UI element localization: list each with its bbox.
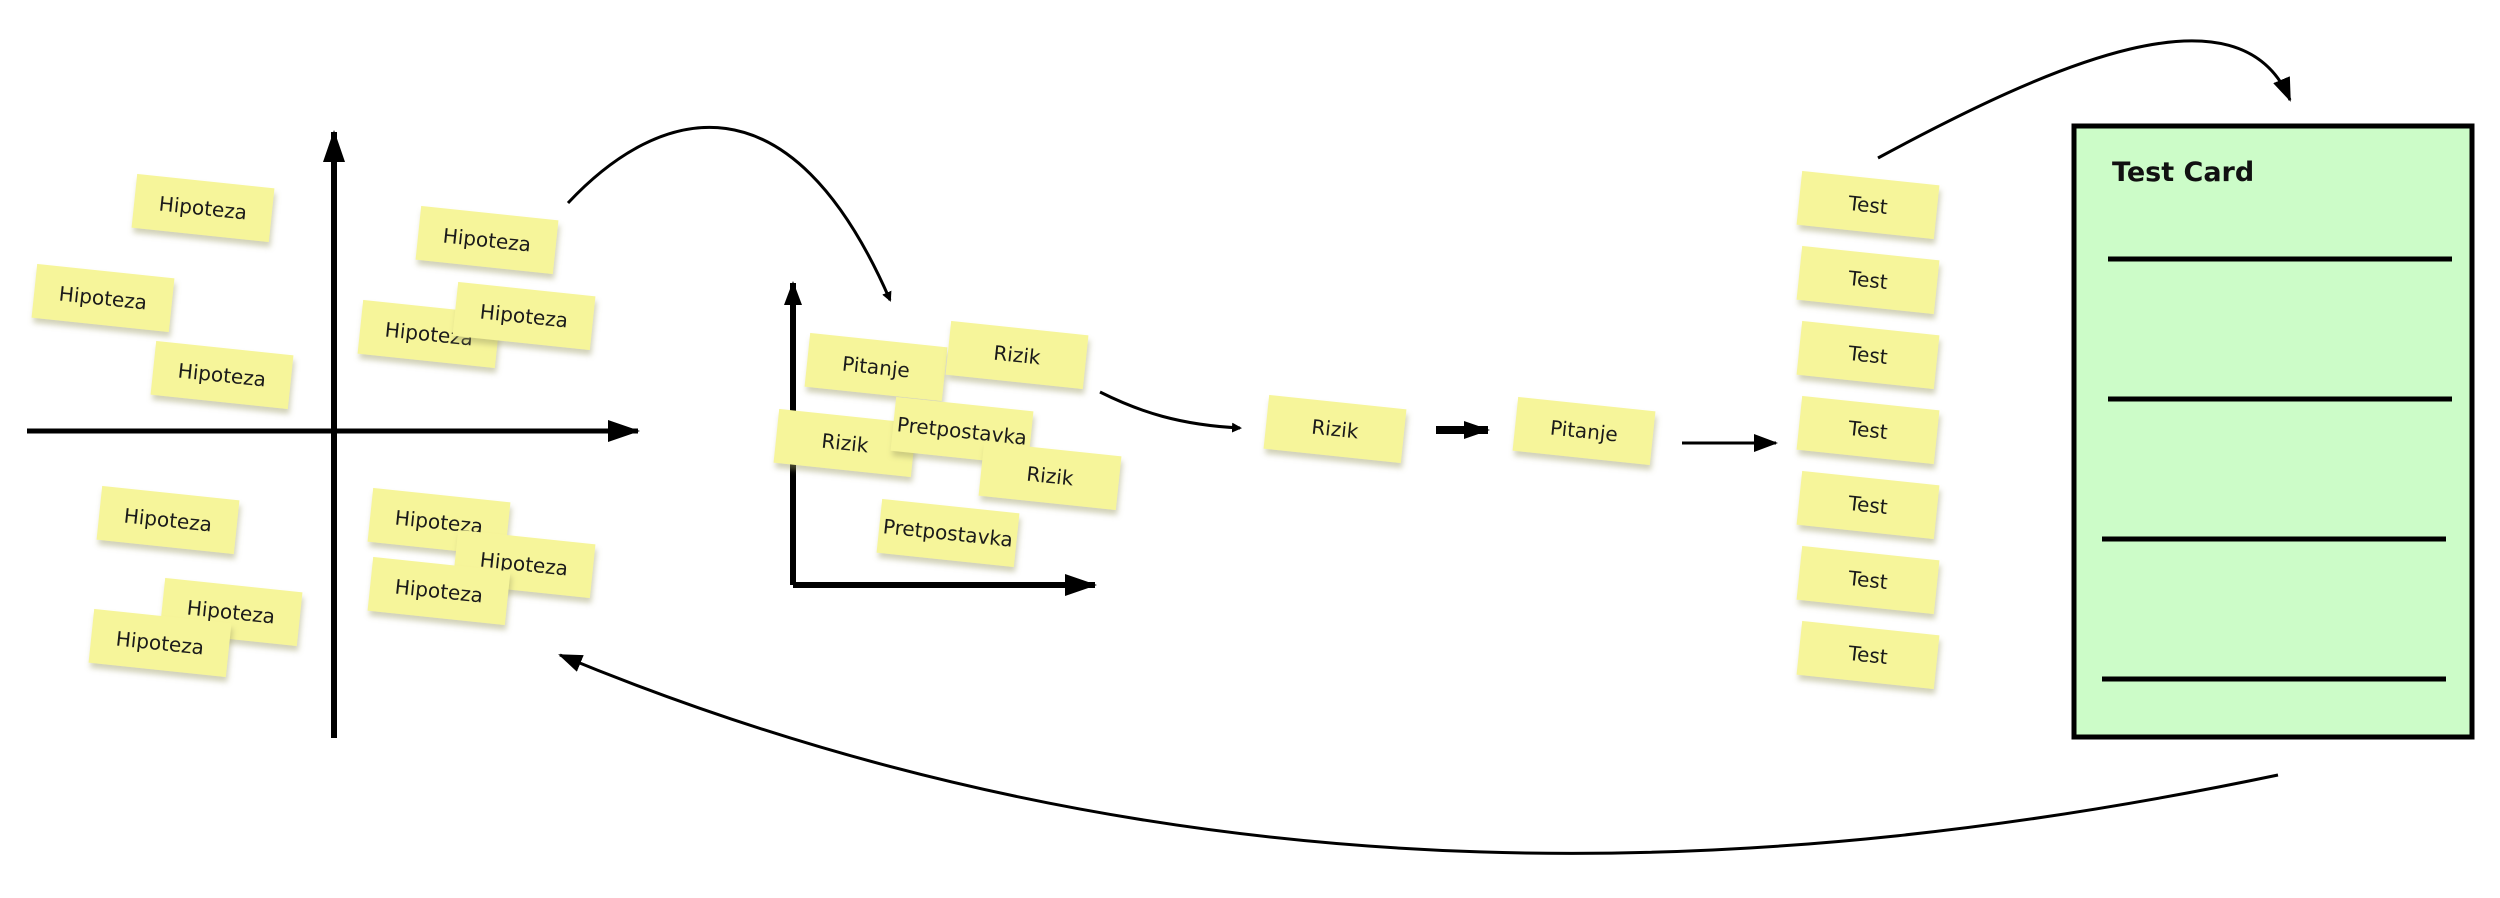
test-note: Test (1796, 245, 1940, 315)
hypothesis-note: Hipoteza (96, 485, 240, 555)
connectors (558, 39, 2292, 855)
hypothesis-note: Hipoteza (131, 173, 275, 243)
sticky-note-paper (1796, 620, 1940, 690)
arrow-quadrant-to-matrix (566, 126, 892, 302)
test-note: Test (1796, 395, 1940, 465)
matrix-note: Pretpostavka (876, 498, 1020, 568)
sticky-note-paper (452, 281, 596, 351)
sticky-notes: HipotezaHipotezaHipotezaHipotezaHipoteza… (31, 170, 1940, 690)
sticky-note-label: Test (1846, 416, 1889, 444)
sticky-note-paper (804, 332, 948, 402)
sticky-note-paper (1263, 394, 1407, 464)
test-card-frame (2071, 123, 2475, 740)
hypothesis-note: Hipoteza (150, 340, 294, 410)
sticky-note-paper (1796, 320, 1940, 390)
quadrant-axes (27, 130, 640, 738)
matrix-note: Pitanje (804, 332, 948, 402)
sticky-note-paper (1796, 470, 1940, 540)
sticky-note-label: Rizik (820, 429, 870, 458)
matrix-note: Rizik (978, 441, 1122, 511)
sticky-note-paper (1796, 395, 1940, 465)
hypothesis-note: Hipoteza (88, 608, 232, 678)
hypothesis-note: Hipoteza (415, 205, 559, 275)
test-note: Test (1796, 620, 1940, 690)
test-note: Test (1796, 470, 1940, 540)
arrow-tests-to-card (1877, 39, 2292, 160)
test-note: Test (1796, 170, 1940, 240)
test-note: Test (1796, 320, 1940, 390)
sticky-note-paper (96, 485, 240, 555)
sticky-note-paper (415, 205, 559, 275)
sticky-note-paper (1796, 545, 1940, 615)
sticky-note-paper (876, 498, 1020, 568)
test-card: Test Card (2071, 123, 2475, 740)
matrix-note: Rizik (773, 408, 917, 478)
test-card-title: Test Card (2112, 157, 2254, 188)
arrow-matrix-to-risk (1099, 390, 1242, 433)
sticky-note-paper (1796, 170, 1940, 240)
sticky-note-label: Test (1846, 491, 1889, 519)
sticky-note-paper (367, 556, 511, 626)
flow-note: Rizik (1263, 394, 1407, 464)
sticky-note-label: Test (1846, 641, 1889, 669)
sticky-note-label: Rizik (992, 341, 1042, 370)
hypothesis-note: Hipoteza (367, 556, 511, 626)
flow-note: Pitanje (1512, 396, 1656, 466)
sticky-note-label: Rizik (1025, 462, 1075, 491)
sticky-note-paper (1512, 396, 1656, 466)
matrix-note: Rizik (945, 320, 1089, 390)
sticky-note-paper (945, 320, 1089, 390)
sticky-note-paper (978, 441, 1122, 511)
sticky-note-label: Rizik (1310, 415, 1360, 444)
sticky-note-paper (1796, 245, 1940, 315)
test-note: Test (1796, 545, 1940, 615)
sticky-note-label: Test (1846, 341, 1889, 369)
sticky-note-label: Test (1846, 191, 1889, 219)
sticky-note-paper (150, 340, 294, 410)
hypothesis-note: Hipoteza (452, 281, 596, 351)
hypothesis-note: Hipoteza (367, 487, 511, 557)
arrow-card-back-to-quadrant (558, 653, 2279, 855)
sticky-note-paper (31, 263, 175, 333)
sticky-note-label: Test (1846, 566, 1889, 594)
sticky-note-paper (773, 408, 917, 478)
sticky-note-paper (88, 608, 232, 678)
hypothesis-note: Hipoteza (31, 263, 175, 333)
sticky-note-label: Test (1846, 266, 1889, 294)
sticky-note-paper (131, 173, 275, 243)
